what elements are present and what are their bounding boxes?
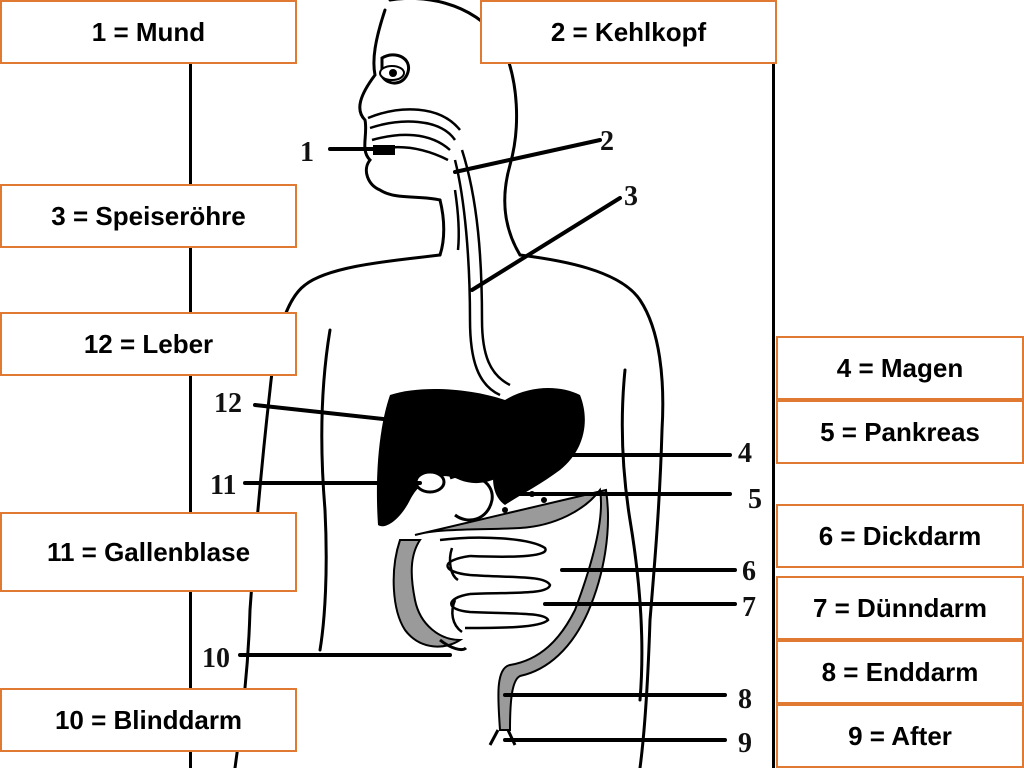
label-box-pankreas: 5 = Pankreas <box>776 400 1024 464</box>
left-shoulder <box>233 253 442 768</box>
torso-right-inner <box>620 368 644 702</box>
label-box-leber: 12 = Leber <box>0 312 297 376</box>
ear-outline <box>380 53 411 85</box>
label-box-after: 9 = After <box>776 704 1024 768</box>
esophagus <box>453 149 511 397</box>
ascending-colon <box>392 539 464 648</box>
callout-number-6: 6 <box>742 556 756 587</box>
right-frame-line <box>772 0 775 768</box>
face-outline <box>358 8 442 202</box>
colon <box>414 487 609 731</box>
label-box-magen: 4 = Magen <box>776 336 1024 400</box>
tongue <box>373 145 395 155</box>
callout-number-9: 9 <box>738 728 752 759</box>
callout-number-10: 10 <box>202 643 230 674</box>
label-box-enddarm: 8 = Enddarm <box>776 640 1024 704</box>
liver <box>376 388 518 527</box>
label-box-kehlkopf: 2 = Kehlkopf <box>480 0 777 64</box>
label-box-mund: 1 = Mund <box>0 0 297 64</box>
label-box-gallenblase: 11 = Gallenblase <box>0 512 297 592</box>
leader-line-3 <box>470 196 622 292</box>
callout-number-7: 7 <box>742 592 756 623</box>
callout-number-4: 4 <box>738 438 752 469</box>
torso-left-inner <box>318 328 332 652</box>
callout-number-5: 5 <box>748 484 762 515</box>
callout-number-1: 1 <box>300 137 314 168</box>
leader-line-2 <box>453 138 602 174</box>
callout-numbers: 1 2 3 4 5 6 7 8 9 10 11 12 <box>202 126 762 759</box>
callout-number-2: 2 <box>600 126 614 157</box>
right-shoulder <box>518 253 665 768</box>
label-box-speiseroehre: 3 = Speiseröhre <box>0 184 297 248</box>
appendix <box>439 638 468 652</box>
label-box-dickdarm: 6 = Dickdarm <box>776 504 1024 568</box>
head-back-outline <box>388 0 522 257</box>
eye-icon <box>379 65 405 81</box>
stomach <box>493 388 585 505</box>
duodenum <box>449 473 494 522</box>
callout-number-3: 3 <box>624 181 638 212</box>
label-box-blinddarm: 10 = Blinddarm <box>0 688 297 752</box>
left-frame-line <box>189 64 192 768</box>
callout-number-12: 12 <box>214 388 242 419</box>
body-outline <box>233 0 665 768</box>
callout-number-8: 8 <box>738 684 752 715</box>
label-box-duenndarm: 7 = Dünndarm <box>776 576 1024 640</box>
anus <box>488 729 517 746</box>
small-intestine <box>439 536 552 634</box>
leader-lines <box>238 138 737 742</box>
neck-front <box>438 198 446 257</box>
leader-line-12 <box>253 403 394 422</box>
callout-number-11: 11 <box>210 470 236 501</box>
